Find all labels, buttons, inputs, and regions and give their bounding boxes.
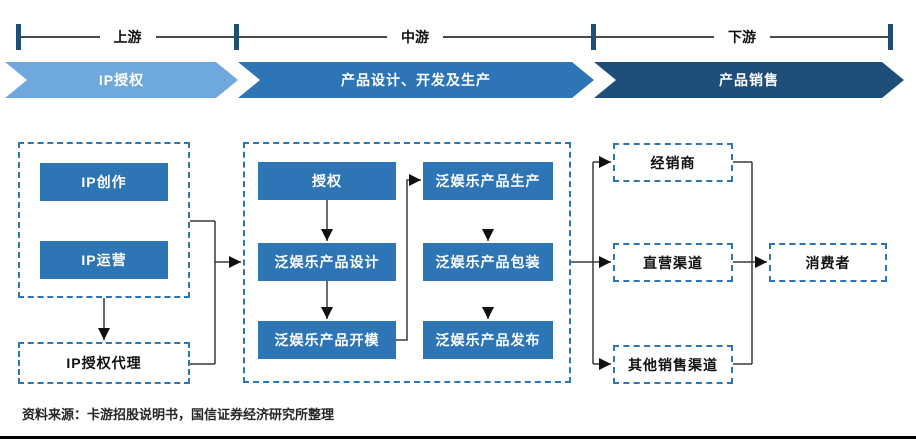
bottom-rule	[0, 436, 916, 439]
ruler-line	[770, 36, 888, 38]
box-distributor: 经销商	[613, 143, 733, 182]
ruler-line	[596, 36, 714, 38]
ruler-line	[21, 36, 100, 38]
box-product-design: 泛娱乐产品设计	[258, 243, 396, 281]
chevron-product-sales-label: 产品销售	[719, 72, 779, 88]
ruler-line	[155, 36, 234, 38]
box-product-release: 泛娱乐产品发布	[423, 321, 553, 359]
chevron-product-design: 产品设计、开发及生产	[238, 62, 594, 98]
box-ip-operation: IP运营	[40, 241, 168, 279]
ruler-label-downstream: 下游	[728, 29, 756, 45]
ruler-tick-3	[591, 24, 596, 50]
ruler-line	[239, 36, 387, 38]
box-consumer: 消费者	[769, 243, 887, 282]
ruler-tick-2	[234, 24, 239, 50]
box-product-packaging: 泛娱乐产品包装	[423, 243, 553, 281]
upstream-group-box	[18, 142, 190, 298]
chevron-ip-licensing-label: IP授权	[98, 72, 145, 88]
box-product-production: 泛娱乐产品生产	[423, 162, 553, 200]
ruler-tick-4	[888, 24, 893, 50]
ruler-label-upstream: 上游	[113, 29, 142, 45]
chevron-product-sales: 产品销售	[594, 62, 904, 98]
ruler-tick-1	[16, 24, 21, 50]
ruler-segment-midstream: 中游	[239, 28, 591, 46]
chevron-ip-licensing: IP授权	[5, 62, 238, 98]
ruler-segment-upstream: 上游	[21, 28, 234, 46]
chevron-product-design-label: 产品设计、开发及生产	[341, 72, 491, 88]
box-direct-channel: 直营渠道	[613, 243, 733, 282]
source-note: 资料来源：卡游招股说明书，国信证券经济研究所整理	[22, 407, 335, 422]
box-license: 授权	[258, 162, 396, 200]
box-product-molding: 泛娱乐产品开模	[258, 321, 396, 359]
ruler-line	[443, 36, 591, 38]
box-other-channel: 其他销售渠道	[613, 345, 733, 384]
ruler-label-midstream: 中游	[401, 29, 429, 45]
box-ip-license-agent: IP授权代理	[18, 342, 190, 384]
midstream-group-box	[243, 142, 571, 383]
box-ip-creation: IP创作	[40, 163, 168, 201]
ruler-segment-downstream: 下游	[596, 28, 888, 46]
